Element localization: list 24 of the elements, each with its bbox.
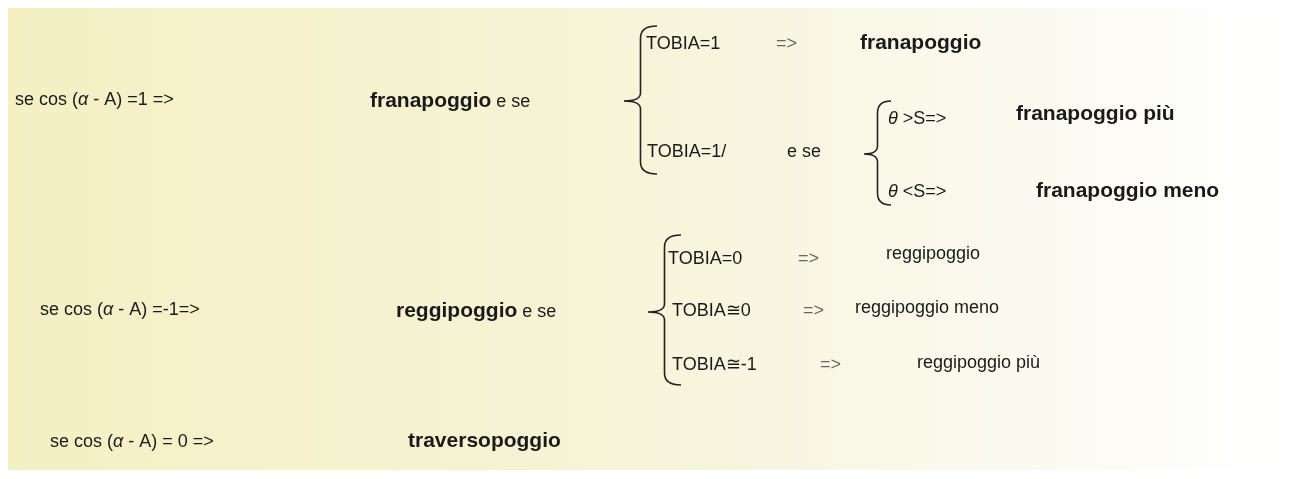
- result-text: reggipoggio meno: [855, 297, 1000, 319]
- condition-text: TOBIA=1: [646, 33, 721, 55]
- condition-text: se cos (α - A) =1 =>: [15, 89, 174, 111]
- result-text: reggipoggio: [886, 243, 981, 265]
- result-text: reggipoggio e se: [396, 297, 557, 323]
- condition-text: θ >S=>: [888, 108, 947, 130]
- implies-sign: =>: [798, 248, 820, 270]
- result-text: traversopoggio: [408, 427, 561, 453]
- condition-text: TOBIA=0: [668, 248, 743, 270]
- result-text: franapoggio e se: [370, 87, 531, 113]
- condition-text: TOBIA≅-1: [672, 354, 757, 376]
- implies-sign: =>: [820, 354, 842, 376]
- condition-text: se cos (α - A) = 0 =>: [50, 431, 214, 453]
- result-text: franapoggio: [860, 29, 982, 55]
- condition-text: e se: [787, 141, 822, 163]
- condition-text: θ <S=>: [888, 181, 947, 203]
- condition-text: se cos (α - A) =-1=>: [40, 299, 200, 321]
- result-text: reggipoggio più: [917, 352, 1041, 374]
- implies-sign: =>: [803, 300, 825, 322]
- result-text: franapoggio più: [1016, 100, 1175, 126]
- result-text: franapoggio meno: [1036, 177, 1220, 203]
- implies-sign: =>: [776, 33, 798, 55]
- condition-text: TOBIA=1/: [647, 141, 727, 163]
- condition-text: TOBIA≅0: [672, 300, 751, 322]
